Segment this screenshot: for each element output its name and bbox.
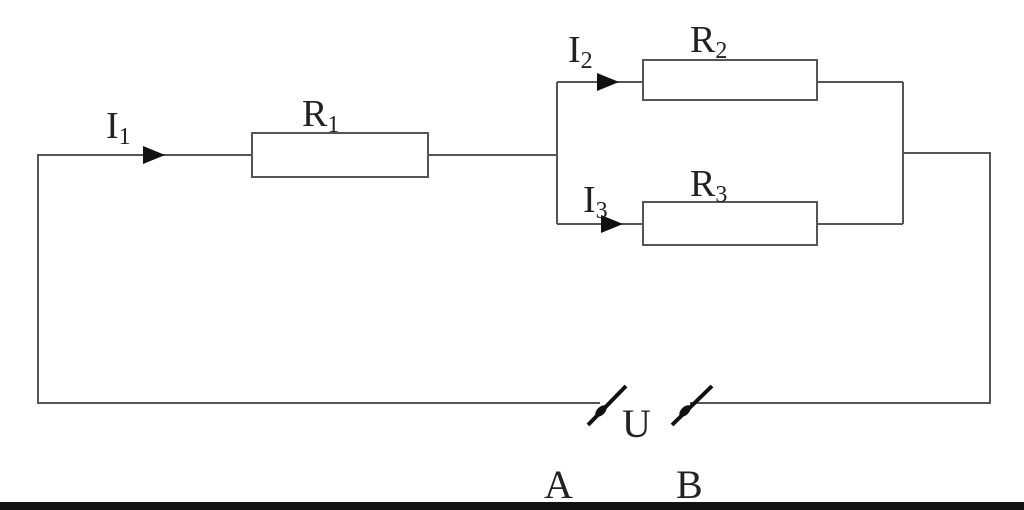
wire-right (690, 152, 991, 404)
terminal-a-icon (586, 384, 628, 427)
label-i3: I3 (583, 179, 608, 224)
resistor-r3 (642, 201, 818, 246)
terminal-a-dot (595, 405, 607, 417)
wire-left (37, 154, 600, 404)
bottom-bar (0, 502, 1024, 510)
current-arrow-i3-icon (601, 215, 623, 233)
terminal-b-icon (670, 384, 714, 427)
label-r2: R2 (690, 19, 727, 64)
current-arrow-i1-icon (143, 146, 165, 164)
current-arrow-i2-icon (597, 73, 619, 91)
label-r3: R3 (690, 163, 727, 208)
label-i2: I2 (568, 29, 593, 74)
label-i1: I1 (106, 105, 131, 150)
label-a: A (544, 462, 573, 507)
label-b: B (676, 462, 703, 507)
label-u: U (622, 401, 651, 446)
resistor-r2 (642, 59, 818, 101)
label-r1: R1 (302, 93, 339, 138)
resistor-r1 (251, 132, 429, 178)
terminal-b-dot (679, 405, 691, 417)
wires (37, 81, 991, 404)
